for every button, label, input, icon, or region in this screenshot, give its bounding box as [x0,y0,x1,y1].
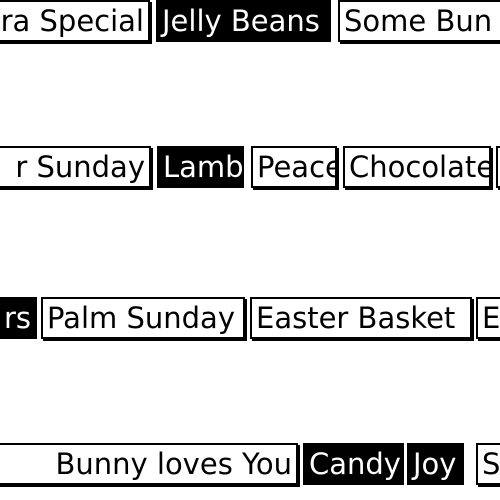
text-tile: E [476,297,500,339]
text-tile [496,146,500,188]
text-tile: Some Bun [338,0,500,42]
text-tile: sra Special [0,0,150,42]
text-tile: r Sunday [0,146,151,188]
tile-row: r Sunday Lambs Peace Chocolate [0,146,500,196]
text-tile: Candy [303,443,404,485]
tile-row: Bunny loves You Candy Joy S [0,443,500,493]
text-tile: rs [0,297,37,339]
text-tile: Easter Basket [250,297,472,339]
text-tile: Peace [251,146,337,188]
text-tile: Joy [407,443,464,485]
tile-row: sra Special Jelly Beans Some Bun [0,0,500,50]
text-tile: S [476,443,500,485]
text-tile: Palm Sunday [41,297,245,339]
text-tile: Lambs [157,146,244,188]
text-tile: Jelly Beans [156,0,331,42]
text-tile: Bunny loves You [0,443,298,485]
tile-row: rs Palm Sunday Easter Basket E [0,297,500,347]
text-tile: Chocolate [343,146,491,188]
